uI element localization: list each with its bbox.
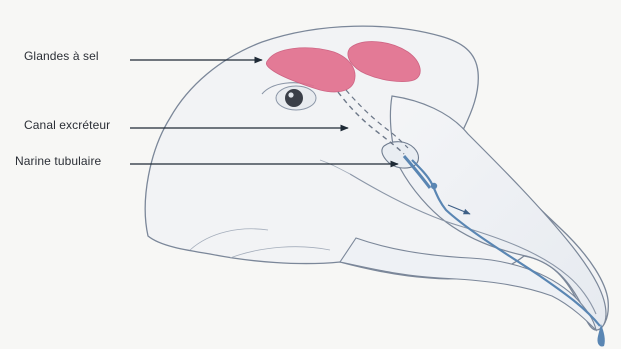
label-salt-glands: Glandes à sel xyxy=(24,49,99,63)
label-excretory-canal: Canal excréteur xyxy=(24,118,110,132)
salt-droplet xyxy=(431,183,437,189)
eye xyxy=(285,89,303,107)
label-tubular-nostril: Narine tubulaire xyxy=(15,154,101,168)
eye-highlight xyxy=(288,92,293,97)
